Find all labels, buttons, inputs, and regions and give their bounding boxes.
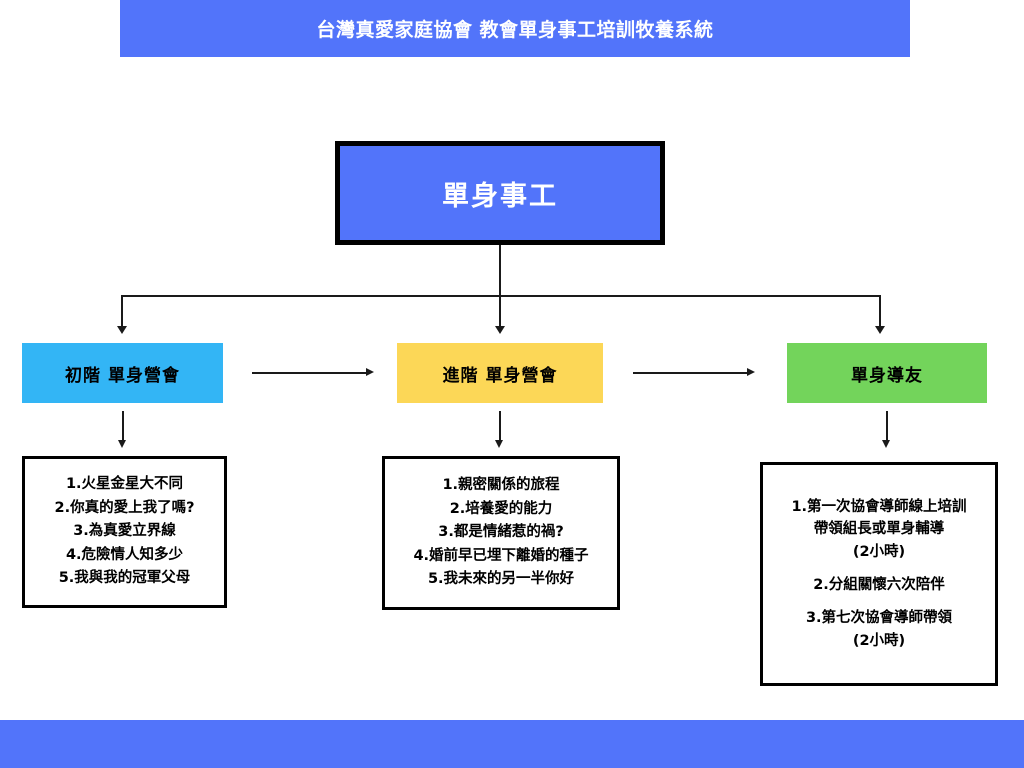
arrowhead-advanced-to-detail-icon xyxy=(495,440,503,448)
connector-mentor-to-detail xyxy=(886,411,888,444)
page-title: 台灣真愛家庭協會 教會單身事工培訓牧養系統 xyxy=(316,19,714,41)
arrowhead-mentor-to-detail-icon xyxy=(882,440,890,448)
root-node-label: 單身事工 xyxy=(442,180,558,212)
connector-root-trunk xyxy=(499,245,501,296)
arrowhead-branch-right-icon xyxy=(875,326,885,334)
connector-advanced-to-detail xyxy=(499,411,501,444)
detail-line: 1.親密關係的旅程 xyxy=(442,477,560,494)
level-box-advanced-label: 進階 單身營會 xyxy=(442,365,558,386)
root-node-single-ministry: 單身事工 xyxy=(335,141,665,245)
level-box-mentor-label: 單身導友 xyxy=(851,365,923,386)
detail-line: 1.第一次協會導師線上培訓 xyxy=(791,498,967,515)
arrowhead-beginner-to-advanced-icon xyxy=(366,368,374,376)
detail-line: 帶領組長或單身輔導 xyxy=(813,521,945,538)
detail-line: 3.都是情緒惹的禍? xyxy=(438,524,564,541)
level-box-beginner-label: 初階 單身營會 xyxy=(65,365,180,386)
detail-line: 4.危險情人知多少 xyxy=(65,546,184,563)
level-box-mentor: 單身導友 xyxy=(787,343,987,403)
detail-box-beginner-courses: 1.火星金星大不同 2.你真的愛上我了嗎? 3.為真愛立界線 4.危險情人知多少 5.我… xyxy=(22,456,227,608)
connector-advanced-to-mentor xyxy=(633,372,750,374)
detail-line: (2小時) xyxy=(852,543,906,560)
arrowhead-beginner-to-detail-icon xyxy=(118,440,126,448)
detail-line: 4.婚前早已埋下離婚的種子 xyxy=(413,547,589,564)
detail-line: 3.第七次協會導師帶領 xyxy=(805,610,953,627)
connector-beginner-to-detail xyxy=(122,411,124,444)
detail-line: 3.為真愛立界線 xyxy=(73,523,176,540)
detail-line: 5.我未來的另一半你好 xyxy=(427,571,575,588)
detail-box-mentor-courses: 1.第一次協會導師線上培訓帶領組長或單身輔導 (2小時) 2.分組關懷六次陪伴 3.第… xyxy=(760,462,998,686)
connector-branch-right xyxy=(879,295,881,330)
arrowhead-advanced-to-mentor-icon xyxy=(747,368,755,376)
level-box-advanced: 進階 單身營會 xyxy=(397,343,603,403)
level-box-beginner: 初階 單身營會 xyxy=(22,343,223,403)
detail-line: 2.分組關懷六次陪伴 xyxy=(813,577,945,593)
detail-line: (2小時) xyxy=(852,632,906,649)
detail-line: 1.火星金星大不同 xyxy=(65,476,184,493)
detail-line: 2.你真的愛上我了嗎? xyxy=(54,499,195,516)
detail-line: 5.我與我的冠軍父母 xyxy=(58,570,191,587)
connector-branch-middle xyxy=(499,295,501,330)
detail-box-advanced-courses: 1.親密關係的旅程 2.培養愛的能力 3.都是情緒惹的禍? 4.婚前早已埋下離婚的種子… xyxy=(382,456,620,610)
connector-branch-left xyxy=(121,295,123,330)
connector-beginner-to-advanced xyxy=(252,372,369,374)
arrowhead-branch-middle-icon xyxy=(495,326,505,334)
header-banner: 台灣真愛家庭協會 教會單身事工培訓牧養系統 xyxy=(120,0,910,57)
arrowhead-branch-left-icon xyxy=(117,326,127,334)
detail-line: 2.培養愛的能力 xyxy=(449,500,553,517)
footer-banner xyxy=(0,720,1024,768)
